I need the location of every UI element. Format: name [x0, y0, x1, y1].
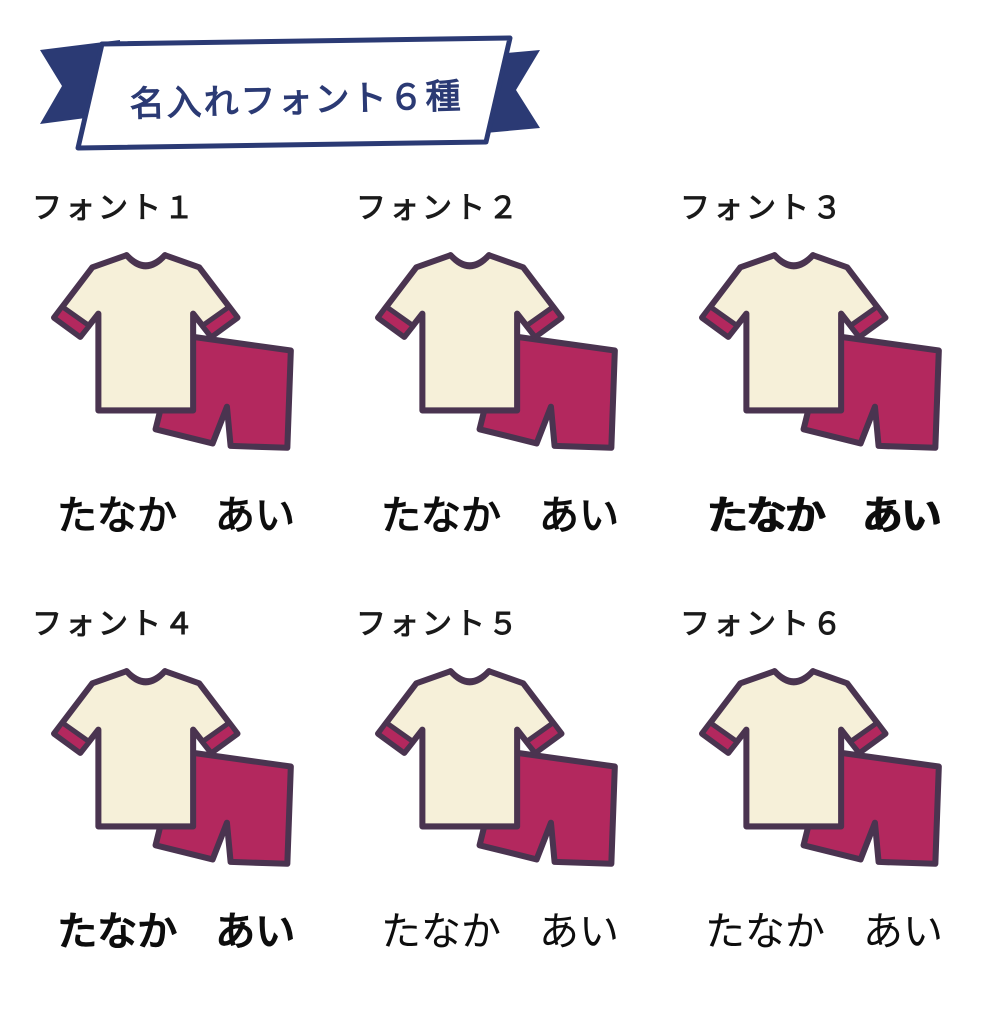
name-sample: たなか あい	[674, 899, 974, 957]
font-card-4: フォント４ たなか あい	[26, 599, 326, 957]
sample-second-name: あい	[215, 493, 295, 539]
font-card-title: フォント６	[680, 607, 845, 642]
font-card-title: フォント５	[356, 607, 521, 642]
name-sample: たなか あい	[674, 483, 974, 541]
pajama-set-icon	[350, 645, 650, 897]
sample-second-name: あい	[539, 909, 619, 955]
font-card-5: フォント５ たなか あい	[350, 599, 650, 957]
pajama-set-icon	[674, 645, 974, 897]
sample-first-name: たなか	[57, 493, 177, 539]
font-card-title: フォント１	[32, 191, 197, 226]
sample-second-name: あい	[215, 909, 295, 955]
name-sample: たなか あい	[350, 899, 650, 957]
font-card-title: フォント２	[356, 191, 521, 226]
sample-second-name: あい	[862, 493, 942, 539]
font-card-title: フォント３	[680, 191, 845, 226]
name-sample: たなか あい	[350, 483, 650, 541]
name-sample: たなか あい	[26, 899, 326, 957]
pajama-set-icon	[26, 229, 326, 481]
font-samples-grid: フォント１ たなか あい フォント２ たなか あい フォント３ たなか あい	[0, 177, 1000, 957]
font-card-2: フォント２ たなか あい	[350, 183, 650, 541]
font-card-6: フォント６ たなか あい	[674, 599, 974, 957]
sample-first-name: たなか	[57, 909, 177, 955]
pajama-set-icon	[350, 229, 650, 481]
banner-title: 名入れフォント６種	[129, 76, 464, 126]
pajama-set-icon	[26, 645, 326, 897]
sample-first-name: たなか	[381, 493, 501, 539]
font-card-3: フォント３ たなか あい	[674, 183, 974, 541]
sample-second-name: あい	[863, 909, 943, 955]
font-card-1: フォント１ たなか あい	[26, 183, 326, 541]
sample-second-name: あい	[539, 493, 619, 539]
sample-first-name: たなか	[707, 493, 826, 539]
page: 名入れフォント６種 フォント１ たなか あい フォント２ たなか あい フォント…	[0, 28, 1000, 1028]
sample-first-name: たなか	[705, 909, 825, 955]
ribbon-banner-shape	[40, 35, 540, 151]
title-ribbon: 名入れフォント６種	[32, 28, 547, 163]
font-card-title: フォント４	[32, 607, 197, 642]
sample-first-name: たなか	[381, 909, 501, 955]
pajama-set-icon	[674, 229, 974, 481]
name-sample: たなか あい	[26, 483, 326, 541]
